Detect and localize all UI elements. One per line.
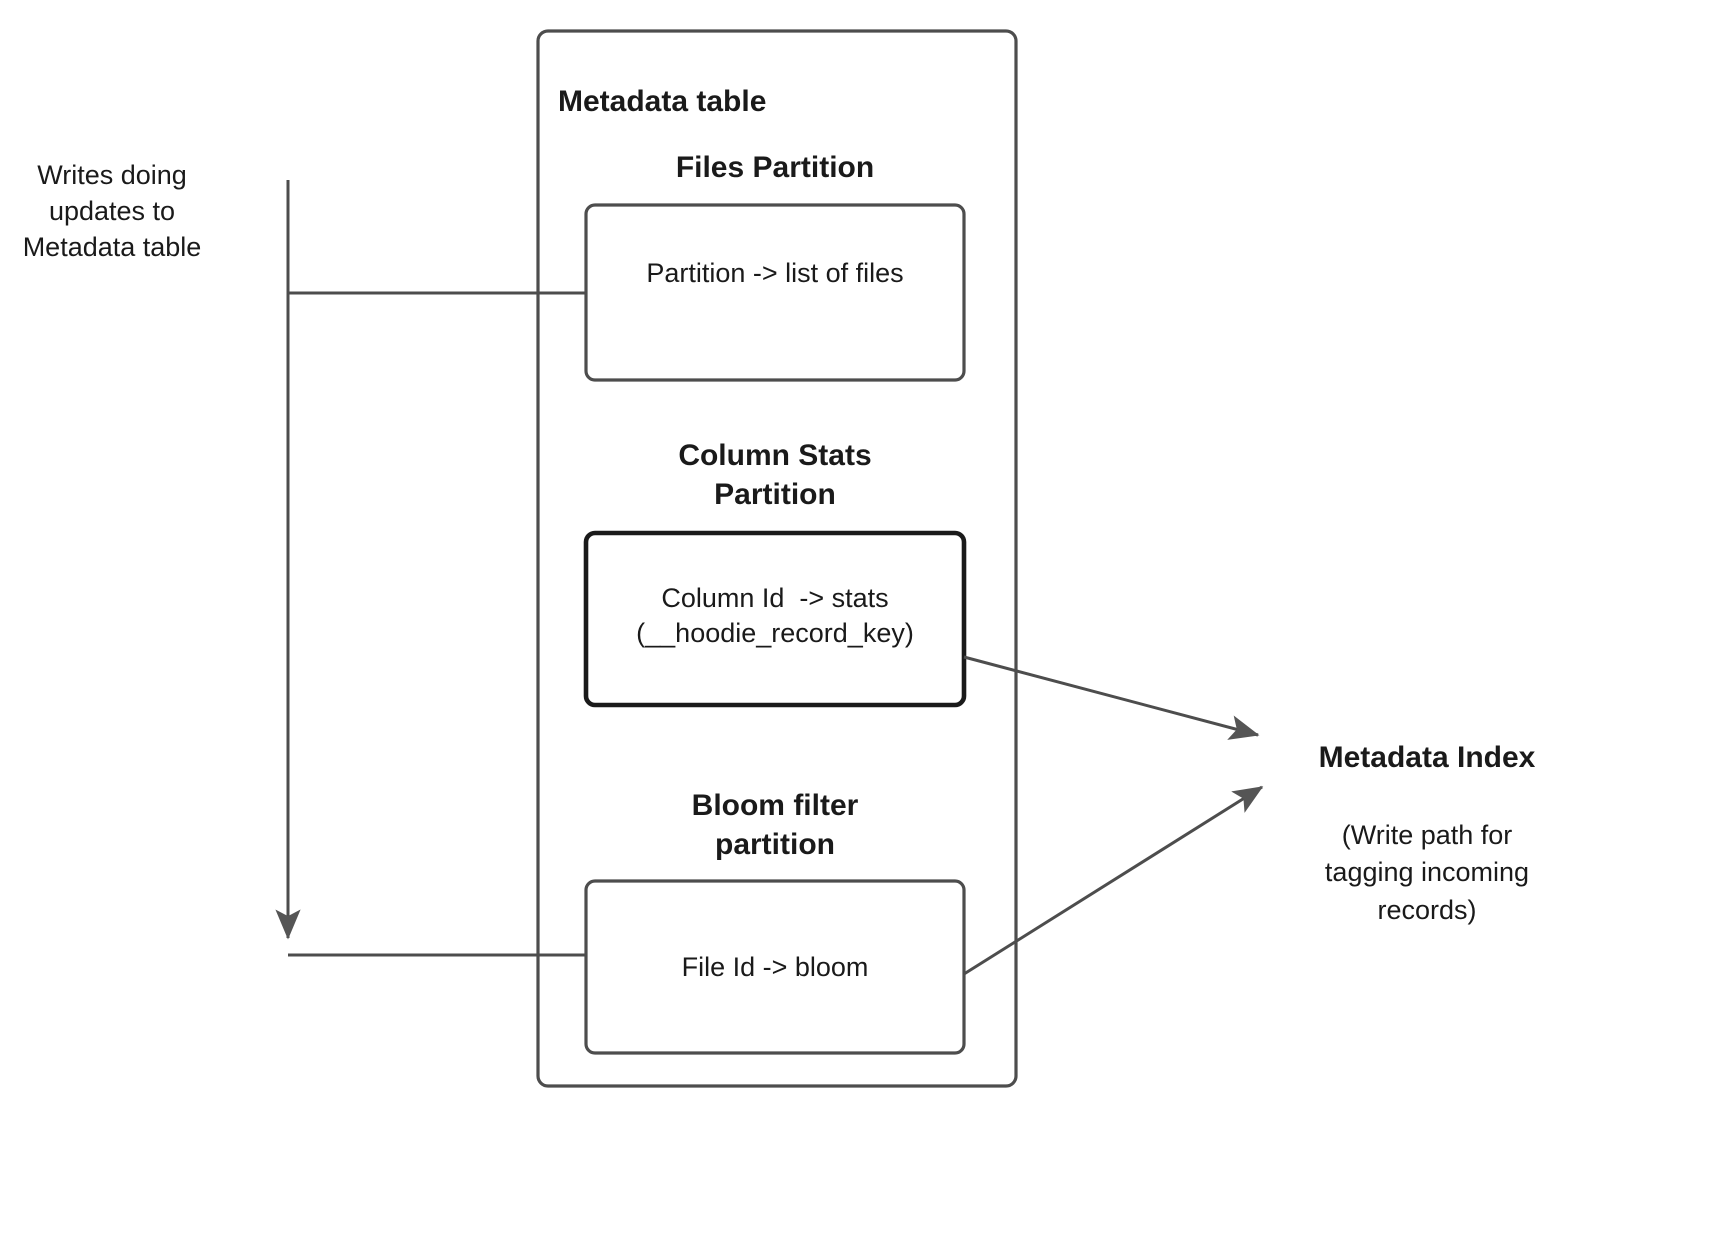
writes-note-label: Writes doing updates to Metadata table bbox=[22, 160, 202, 262]
column-stats-partition-box-text: Column Id -> stats (__hoodie_record_key) bbox=[636, 583, 914, 649]
metadata-index-note: (Write path for tagging incoming records… bbox=[1324, 820, 1530, 925]
metadata-table-title: Metadata table bbox=[558, 85, 767, 118]
files-partition-box bbox=[584, 203, 966, 382]
bloom-to-index-arrow bbox=[963, 785, 1264, 976]
metadata-table-container bbox=[536, 29, 1018, 1088]
column-stats-partition-heading: Column Stats Partition bbox=[678, 439, 872, 511]
metadata-index-title: Metadata Index bbox=[1318, 741, 1536, 774]
files-partition-box-text: Partition -> list of files bbox=[646, 258, 904, 288]
bloom-filter-partition-box-text: File Id -> bloom bbox=[681, 952, 869, 982]
files-partition-heading: Files Partition bbox=[675, 151, 875, 184]
bloom-filter-partition-heading: Bloom filter partition bbox=[691, 789, 859, 861]
column-stats-to-index-arrow bbox=[963, 655, 1260, 740]
